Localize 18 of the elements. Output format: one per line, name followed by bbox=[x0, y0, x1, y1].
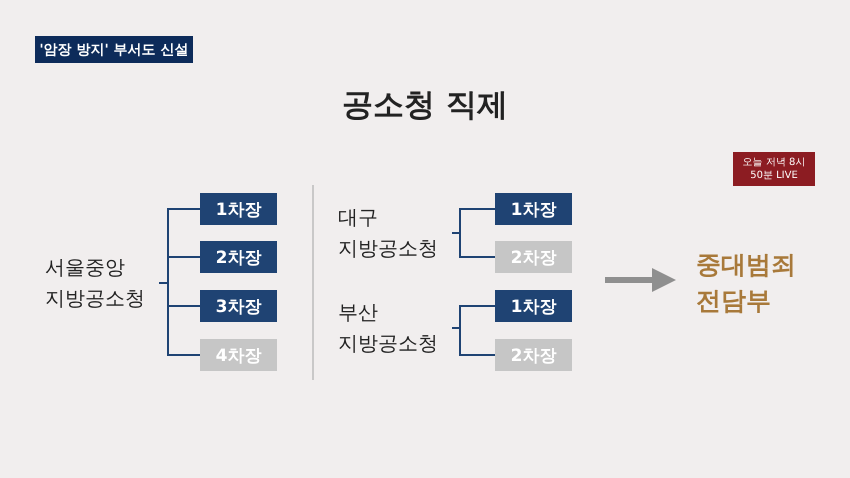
office-label: 서울중앙 지방공소청 bbox=[45, 250, 155, 316]
position-box: 1차장 bbox=[495, 290, 572, 322]
office-label: 부산 지방공소청 bbox=[338, 295, 448, 361]
position-box: 1차장 bbox=[495, 193, 572, 225]
position-box: 2차장 bbox=[200, 241, 277, 273]
position-box: 2차장 bbox=[495, 339, 572, 371]
position-box: 4차장 bbox=[200, 339, 277, 371]
arrow bbox=[605, 268, 676, 292]
position-box: 3차장 bbox=[200, 290, 277, 322]
position-box: 2차장 bbox=[495, 241, 572, 273]
connector-line bbox=[452, 232, 495, 258]
position-box: 1차장 bbox=[200, 193, 277, 225]
headline-tag: '암장 방지' 부서도 신설 bbox=[35, 36, 193, 63]
broadcast-time-badge: 오늘 저녁 8시 50분 LIVE bbox=[733, 152, 815, 186]
result-label: 중대범죄 전담부 bbox=[696, 244, 816, 322]
connector-line bbox=[452, 327, 495, 356]
office-label: 대구 지방공소청 bbox=[338, 200, 448, 266]
title: 공소청 직제 bbox=[341, 86, 509, 125]
